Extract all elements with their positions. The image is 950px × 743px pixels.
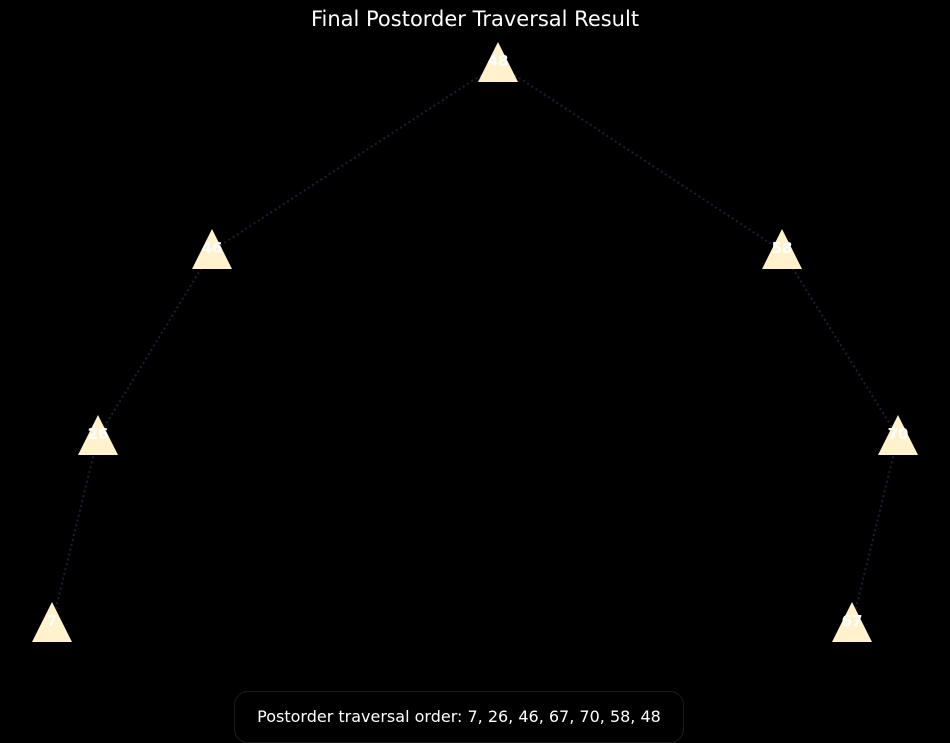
edge-48-58 <box>497 63 783 252</box>
node-46: 46 <box>192 229 232 269</box>
triangle-node-shape <box>832 602 872 642</box>
node-58: 58 <box>762 229 802 269</box>
node-label: 70 <box>888 425 909 443</box>
traversal-result-box: Postorder traversal order: 7, 26, 46, 67… <box>234 691 684 743</box>
node-label: 7 <box>47 612 57 630</box>
triangle-node-shape <box>32 602 72 642</box>
node-67: 67 <box>832 602 872 642</box>
node-7: 7 <box>32 602 72 642</box>
edge-46-26 <box>97 250 213 438</box>
node-48: 48 <box>478 42 518 82</box>
node-label: 26 <box>88 425 109 443</box>
edges <box>51 63 899 625</box>
triangle-node-shape <box>878 415 918 455</box>
triangle-node-shape <box>192 229 232 269</box>
node-label: 48 <box>488 52 509 70</box>
node-label: 46 <box>202 239 223 257</box>
triangle-node-shape <box>478 42 518 82</box>
triangle-node-shape <box>78 415 118 455</box>
traversal-result-text: Postorder traversal order: 7, 26, 46, 67… <box>257 707 661 726</box>
edge-70-67 <box>851 436 899 625</box>
diagram-title: Final Postorder Traversal Result <box>311 7 639 31</box>
node-26: 26 <box>78 415 118 455</box>
edge-26-7 <box>51 436 99 625</box>
edge-58-70 <box>781 250 899 438</box>
node-label: 58 <box>772 239 793 257</box>
node-70: 70 <box>878 415 918 455</box>
node-label: 67 <box>842 612 863 630</box>
triangle-node-shape <box>762 229 802 269</box>
edge-48-46 <box>211 63 499 252</box>
